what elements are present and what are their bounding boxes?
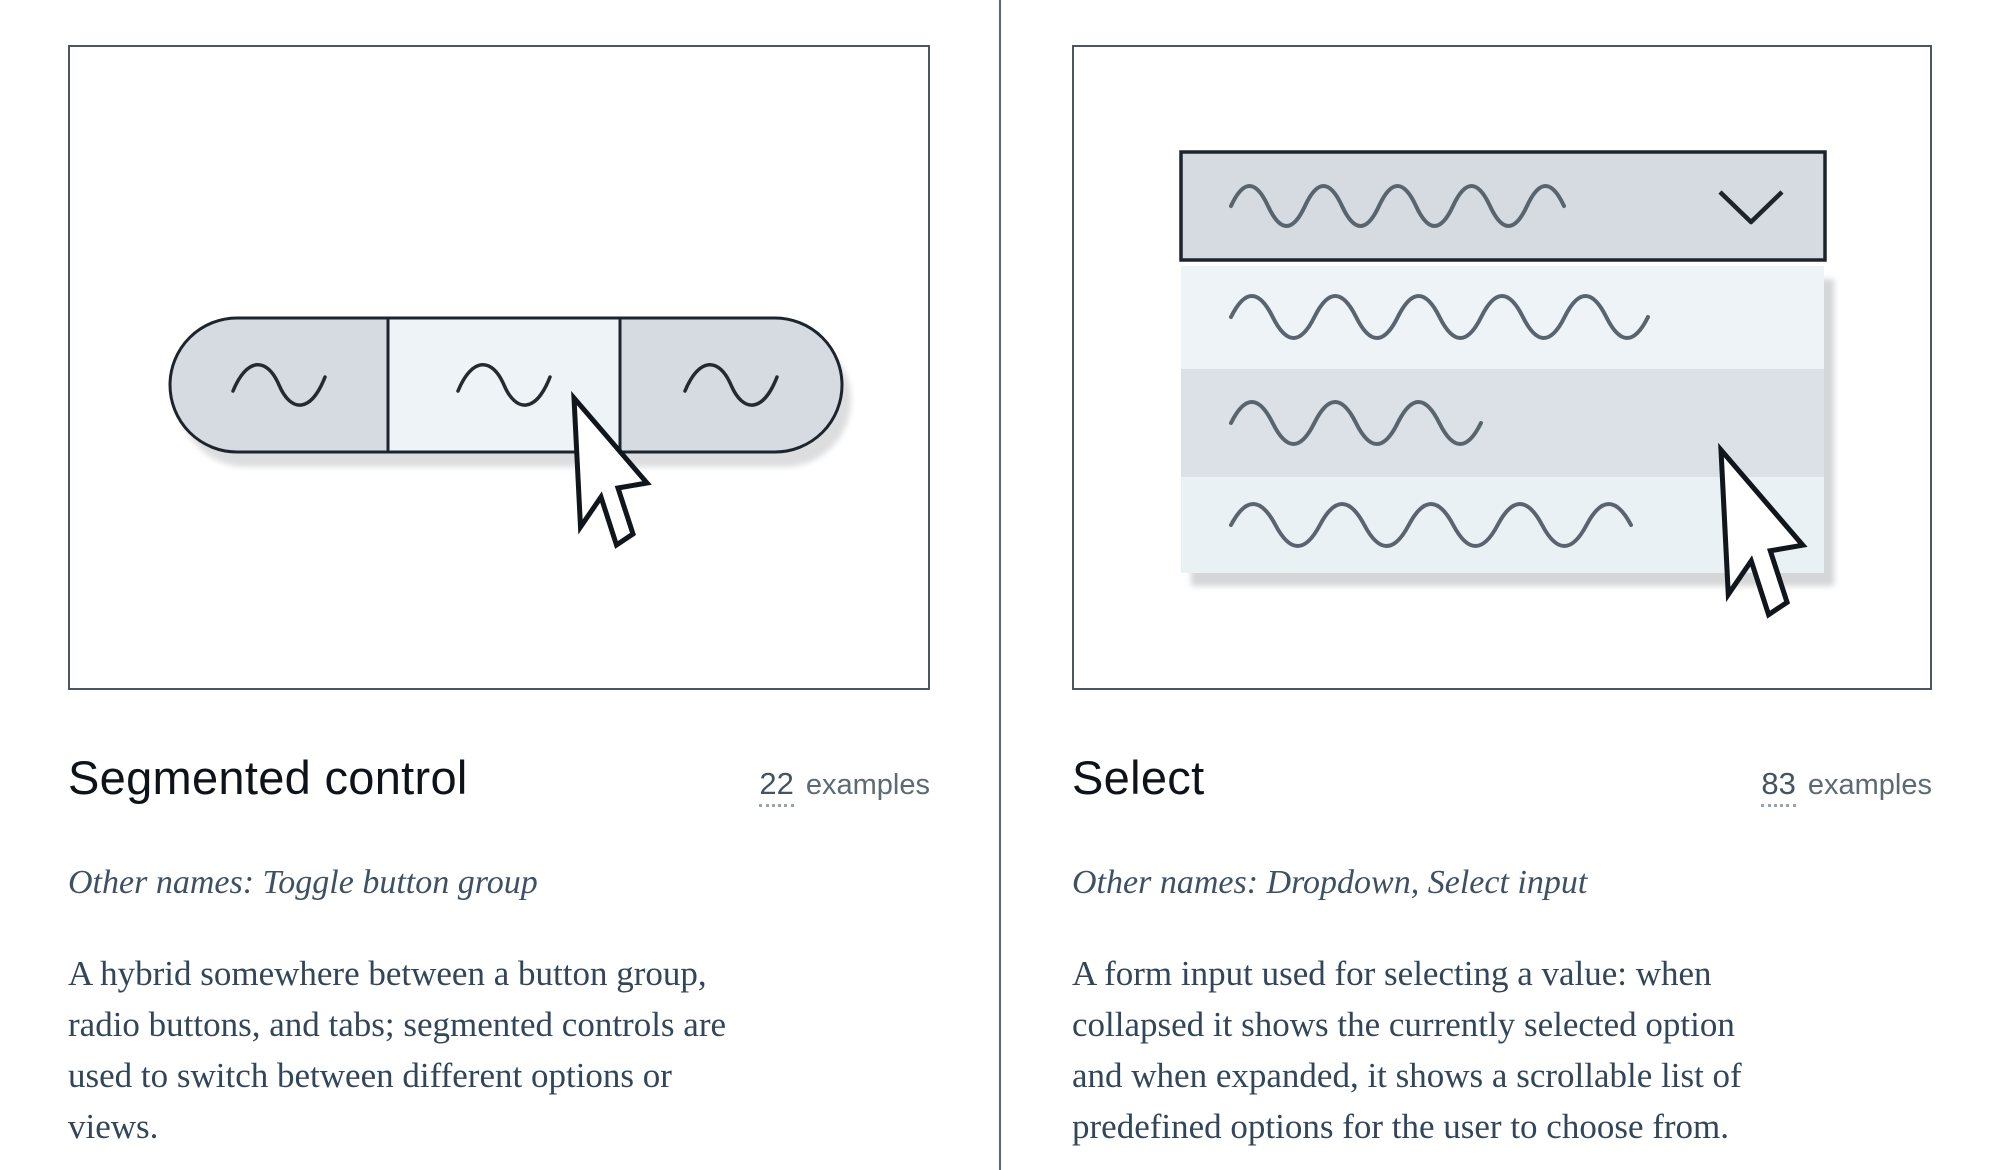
- wave-icon: [1229, 294, 1650, 340]
- pill-outline: [168, 316, 844, 454]
- column-divider: [999, 0, 1001, 1170]
- description-line: radio buttons, and tabs; segmented contr…: [68, 1005, 727, 1044]
- select-collapsed-box: [1179, 150, 1827, 262]
- segmented-control-preview-frame[interactable]: [68, 45, 930, 690]
- wave-icon: [1229, 502, 1633, 548]
- description-line: predefined options for the user to choos…: [1072, 1107, 1730, 1146]
- description-line: and when expanded, it shows a scrollable…: [1072, 1056, 1742, 1095]
- page-title-select: Select: [1072, 751, 1205, 804]
- component-description: A hybrid somewhere between a button grou…: [68, 948, 726, 1152]
- other-names: Other names: Toggle button group: [68, 864, 538, 901]
- examples-info: 83 examples: [1761, 766, 1932, 807]
- component-description: A form input used for selecting a value:…: [1072, 948, 1742, 1152]
- chevron-down-icon: [1718, 190, 1784, 225]
- description-line: collapsed it shows the currently selecte…: [1072, 1005, 1735, 1044]
- cursor-icon: [571, 390, 652, 549]
- description-line: used to switch between different options…: [68, 1056, 672, 1095]
- option-row-2-highlighted: [1181, 369, 1824, 477]
- examples-label: examples: [805, 769, 930, 801]
- wave-icon: [1229, 184, 1566, 228]
- description-line: views.: [68, 1107, 159, 1146]
- cursor-icon: [1718, 442, 1808, 619]
- option-row-3: [1181, 477, 1824, 573]
- other-names: Other names: Dropdown, Select input: [1072, 864, 1588, 901]
- examples-info: 22 examples: [759, 766, 930, 807]
- page-title-segmented-control: Segmented control: [68, 751, 468, 804]
- description-line: A form input used for selecting a value:…: [1072, 954, 1712, 993]
- examples-count-link[interactable]: 22: [759, 766, 794, 807]
- select-preview-frame[interactable]: [1072, 45, 1932, 690]
- wave-icon: [1229, 400, 1483, 446]
- description-line: A hybrid somewhere between a button grou…: [68, 954, 707, 993]
- examples-count-link[interactable]: 83: [1761, 766, 1796, 807]
- select-illustration: [1179, 150, 1834, 619]
- examples-label: examples: [1807, 769, 1932, 801]
- option-row-1: [1181, 266, 1824, 369]
- segmented-control-illustration: [168, 316, 851, 549]
